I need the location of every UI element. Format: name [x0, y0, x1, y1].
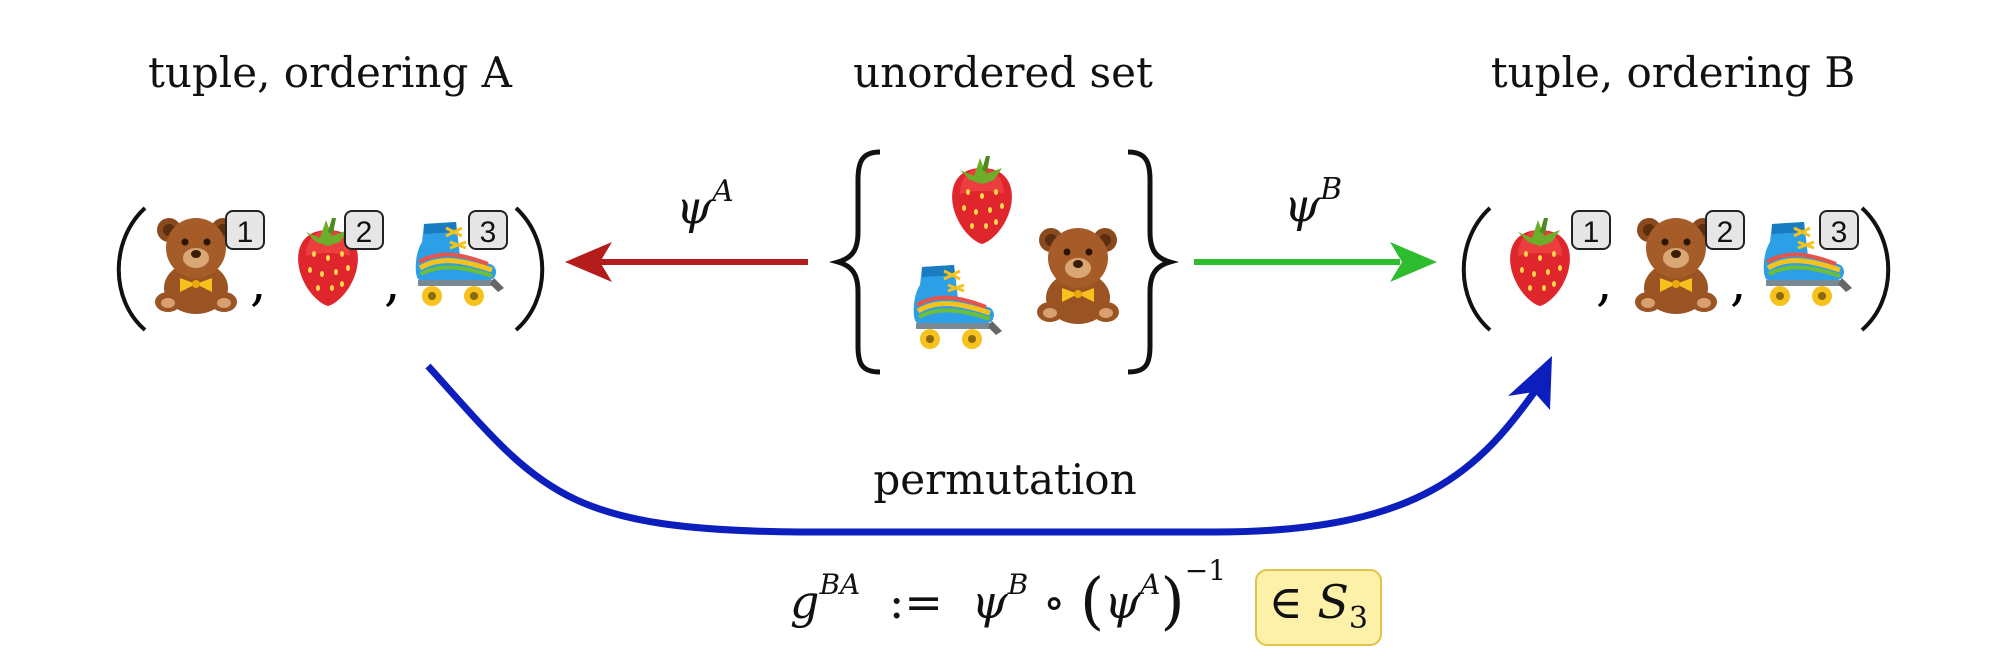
psi-a-label: ψA	[676, 174, 734, 235]
badge-box	[344, 210, 384, 250]
formula-member: ∈	[1268, 575, 1303, 629]
strawberry-icon	[952, 156, 1012, 244]
psi-a-superscript: A	[712, 174, 734, 209]
badge-box	[1571, 210, 1611, 250]
permutation-arrow	[425, 356, 1552, 536]
right-tuple-open-paren	[1461, 206, 1492, 332]
strawberry-icon	[1510, 218, 1570, 306]
left-comma-1: ,	[250, 253, 267, 313]
right-badge-3: 3	[1831, 216, 1848, 249]
left-heading: tuple, ordering A	[147, 48, 513, 97]
left-tuple-close-paren	[514, 206, 545, 332]
right-comma-2: ,	[1730, 253, 1747, 313]
formula-psi-b-superscript: B	[1007, 567, 1029, 601]
psi-b-arrow-head	[1390, 242, 1437, 282]
formula-paren-open: (	[1080, 564, 1105, 637]
right-badges: 1 2 3	[1571, 210, 1859, 250]
teddy-bear-icon	[1635, 218, 1717, 314]
badge-box	[468, 210, 508, 250]
psi-a-arrow-head	[565, 242, 612, 282]
left-comma-2: ,	[384, 253, 401, 313]
left-tuple: , ,	[116, 206, 545, 332]
right-badge-1: 1	[1583, 216, 1600, 249]
left-badges: 1 2 3	[225, 210, 508, 250]
permutation-formula: gBA := ψB ∘ (ψA)−1 ∈ S3	[790, 554, 1382, 647]
psi-b-superscript: B	[1320, 172, 1343, 207]
right-tuple-close-paren	[1860, 206, 1891, 332]
right-comma-1: ,	[1596, 253, 1613, 313]
left-tuple-open-paren	[116, 206, 147, 332]
formula-assign: :=	[888, 575, 943, 629]
permutation-arrow-curve	[425, 363, 1543, 536]
formula-group: S	[1317, 575, 1349, 629]
teddy-bear-icon	[155, 218, 237, 314]
left-badge-3: 3	[480, 216, 497, 249]
group-membership-highlight: ∈ S3	[1254, 569, 1382, 647]
permutation-label: permutation	[873, 455, 1137, 504]
formula-psi-a: ψ	[1104, 575, 1141, 629]
formula-g-superscript: BA	[819, 567, 861, 601]
formula-inverse: −1	[1184, 553, 1227, 587]
left-badge-2: 2	[356, 216, 373, 249]
formula-compose: ∘	[1042, 575, 1066, 629]
psi-b-arrow	[1194, 242, 1437, 282]
right-badge-2: 2	[1717, 216, 1734, 249]
set-close-brace	[1127, 149, 1180, 375]
right-tuple: , ,	[1461, 206, 1891, 332]
badge-box	[1819, 210, 1859, 250]
permutation-arrow-head	[1508, 356, 1552, 410]
badge-box	[225, 210, 265, 250]
roller-skate-icon	[914, 265, 1002, 349]
set-open-brace	[828, 149, 881, 375]
psi-a-arrow	[565, 242, 808, 282]
right-heading: tuple, ordering B	[1490, 48, 1856, 97]
psi-b-label: ψB	[1284, 172, 1343, 233]
formula-psi-a-superscript: A	[1140, 567, 1161, 601]
formula-psi-b: ψ	[971, 575, 1008, 629]
center-heading: unordered set	[853, 48, 1153, 97]
badge-box	[1705, 210, 1745, 250]
formula-g: g	[790, 575, 820, 629]
teddy-bear-icon	[1037, 228, 1119, 324]
unordered-set	[828, 149, 1180, 375]
left-badge-1: 1	[237, 216, 254, 249]
formula-group-subscript: 3	[1348, 601, 1368, 637]
formula-paren-close: )	[1160, 564, 1185, 637]
